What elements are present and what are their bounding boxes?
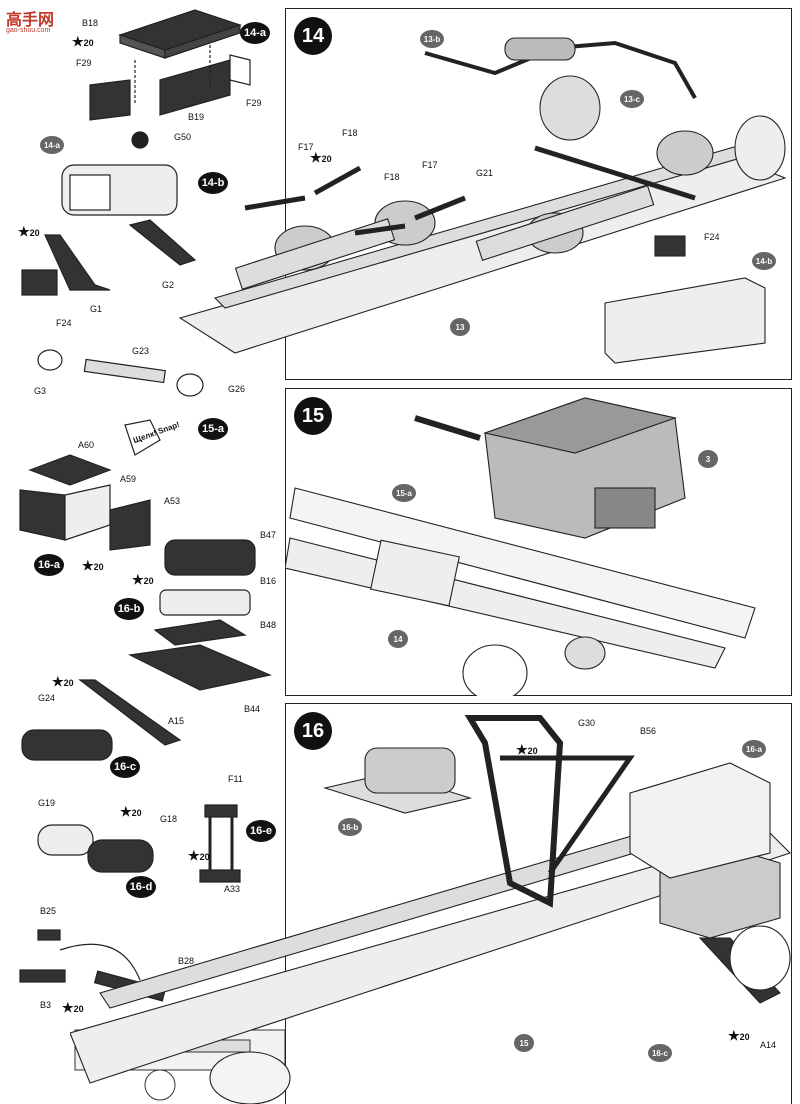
part-label-G21: G21 — [476, 168, 494, 178]
glue-mark-3: ★20 — [82, 558, 104, 573]
tray-drawing — [128, 539, 272, 691]
subassembly-16a-badge: 16-a — [34, 554, 64, 576]
subassembly-16b-badge: 16-b — [114, 598, 144, 620]
ref-14a-circle: 14-a — [40, 136, 64, 154]
part-label-G24: G24 — [38, 693, 56, 703]
ref-16c-circle: 16-c — [648, 1044, 672, 1062]
battery-box-drawing — [89, 9, 251, 121]
step-14-number: 14 — [294, 17, 332, 55]
driveshaft-drawing — [37, 349, 204, 456]
glue-mark-5: ★20 — [52, 674, 74, 689]
subassembly-16c-badge: 16-c — [110, 756, 140, 778]
part-label-A14: A14 — [760, 1040, 777, 1050]
glue-mark-7: ★20 — [188, 848, 210, 863]
step-15-drawing — [285, 397, 756, 696]
part-label-A60: A60 — [78, 440, 95, 450]
glue-mark-14: ★20 — [310, 150, 332, 165]
glue-mark-4: ★20 — [132, 572, 154, 587]
part-label-G19: G19 — [38, 798, 56, 808]
part-label-F11: F11 — [228, 774, 243, 784]
ref-16a-circle: 16-a — [742, 740, 766, 758]
ref-14-circle: 14 — [388, 630, 408, 648]
ref-13-circle: 13 — [450, 318, 470, 336]
part-label-G18: G18 — [160, 814, 178, 824]
part-label-B19: B19 — [188, 112, 205, 122]
mount-drawing — [199, 804, 241, 883]
part-label-G30: G30 — [578, 718, 596, 728]
glue-mark-1: ★20 — [72, 34, 94, 49]
cylinders-drawing — [21, 679, 182, 761]
part-label-F24-14: F24 — [704, 232, 720, 242]
part-label-B25: B25 — [40, 906, 57, 916]
part-label-F18-14a: F18 — [342, 128, 358, 138]
light-drawing — [37, 824, 154, 873]
part-label-B16: B16 — [260, 576, 277, 586]
step-15-number: 15 — [294, 397, 332, 435]
part-label-A53: A53 — [164, 496, 181, 506]
part-label-G50: G50 — [174, 132, 192, 142]
part-label-F18-14b: F18 — [384, 172, 400, 182]
part-label-G2: G2 — [162, 280, 175, 290]
part-label-G26: G26 — [228, 384, 246, 394]
site-url: gao-shou.com — [6, 27, 51, 34]
part-label-B3: B3 — [40, 1000, 52, 1010]
ref-16b-circle: 16-b — [338, 818, 362, 836]
part-label-B44: B44 — [244, 704, 261, 714]
fuel-tank-drawing — [21, 131, 197, 296]
glue-mark-16a: ★20 — [516, 742, 538, 757]
part-label-A15: A15 — [168, 716, 185, 726]
subassembly-16e-badge: 16-e — [246, 820, 276, 842]
subassembly-14a-badge: 14-a — [240, 22, 270, 44]
part-label-F24: F24 — [56, 318, 72, 328]
ref-14b-circle: 14-b — [752, 252, 776, 270]
part-label-B56: B56 — [640, 726, 657, 736]
part-label-F17-14a: F17 — [298, 142, 314, 152]
glue-mark-6: ★20 — [120, 804, 142, 819]
part-label-B47: B47 — [260, 530, 277, 540]
site-logo: 高手网 — [6, 12, 55, 29]
step-16-drawing — [70, 715, 792, 1104]
part-label-G3: G3 — [34, 386, 47, 396]
part-label-G23: G23 — [132, 346, 150, 356]
part-label-F29: F29 — [76, 58, 92, 68]
part-label-F17-14b: F17 — [422, 160, 438, 170]
subassembly-15a-badge: 15-a — [198, 418, 228, 440]
part-label-B48: B48 — [260, 620, 277, 630]
part-label-F29-right: F29 — [246, 98, 262, 108]
step-16-number: 16 — [294, 712, 332, 750]
glue-mark-2: ★20 — [18, 224, 40, 239]
part-label-G1: G1 — [90, 304, 103, 314]
ref-13b-circle: 13-b — [420, 30, 444, 48]
tool-box-drawing — [19, 454, 151, 551]
glue-mark-8: ★20 — [62, 1000, 84, 1015]
glue-mark-16b: ★20 — [728, 1028, 750, 1043]
ref-15-circle: 15 — [514, 1034, 534, 1052]
ref-13c-circle: 13-c — [620, 90, 644, 108]
subassembly-14b-badge: 14-b — [198, 172, 228, 194]
ref-3-circle: 3 — [698, 450, 718, 468]
ref-15a-circle: 15-a — [392, 484, 416, 502]
step-14-drawing — [178, 37, 787, 364]
part-label-A33: A33 — [224, 884, 241, 894]
subassembly-16d-badge: 16-d — [126, 876, 156, 898]
part-label-B18: B18 — [82, 18, 99, 28]
part-label-A59: A59 — [120, 474, 137, 484]
part-label-B28: B28 — [178, 956, 195, 966]
